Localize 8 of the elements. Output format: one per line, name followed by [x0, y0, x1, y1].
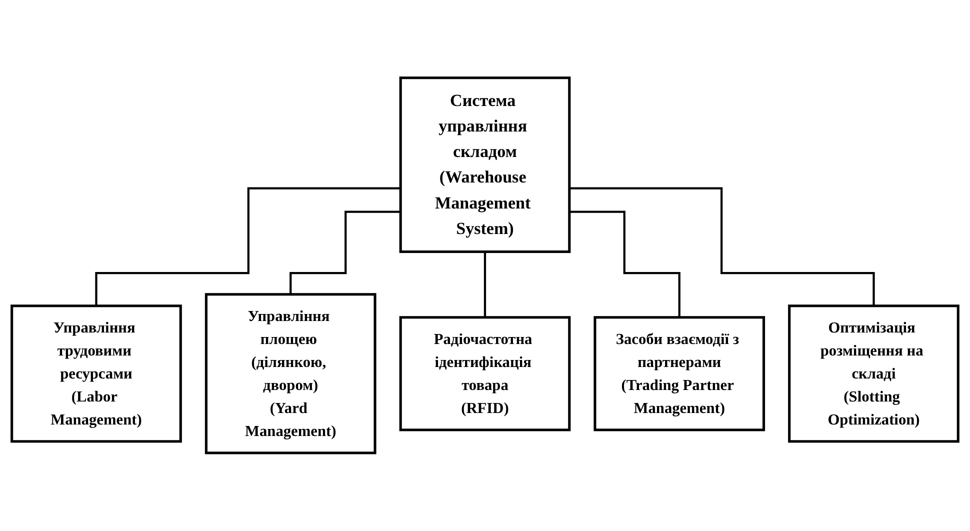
node-box: Оптимізація розміщення на складі (Slotting Optimization): [788, 304, 960, 443]
node-box: Система управління складом (Warehouse Management System): [399, 76, 571, 254]
node-box: Засоби взаємодії з партнерами (Trading Partner Management): [594, 316, 766, 432]
node-box: Управління трудовими ресурсами (Labor Management): [10, 304, 182, 443]
node-box: Радіочастотна ідентифікація товара (RFID): [399, 316, 571, 432]
connector: [569, 210, 680, 319]
connector: [484, 250, 486, 319]
node-box: Управління площею (ділянкою, двором) (Yard Management): [204, 293, 376, 454]
